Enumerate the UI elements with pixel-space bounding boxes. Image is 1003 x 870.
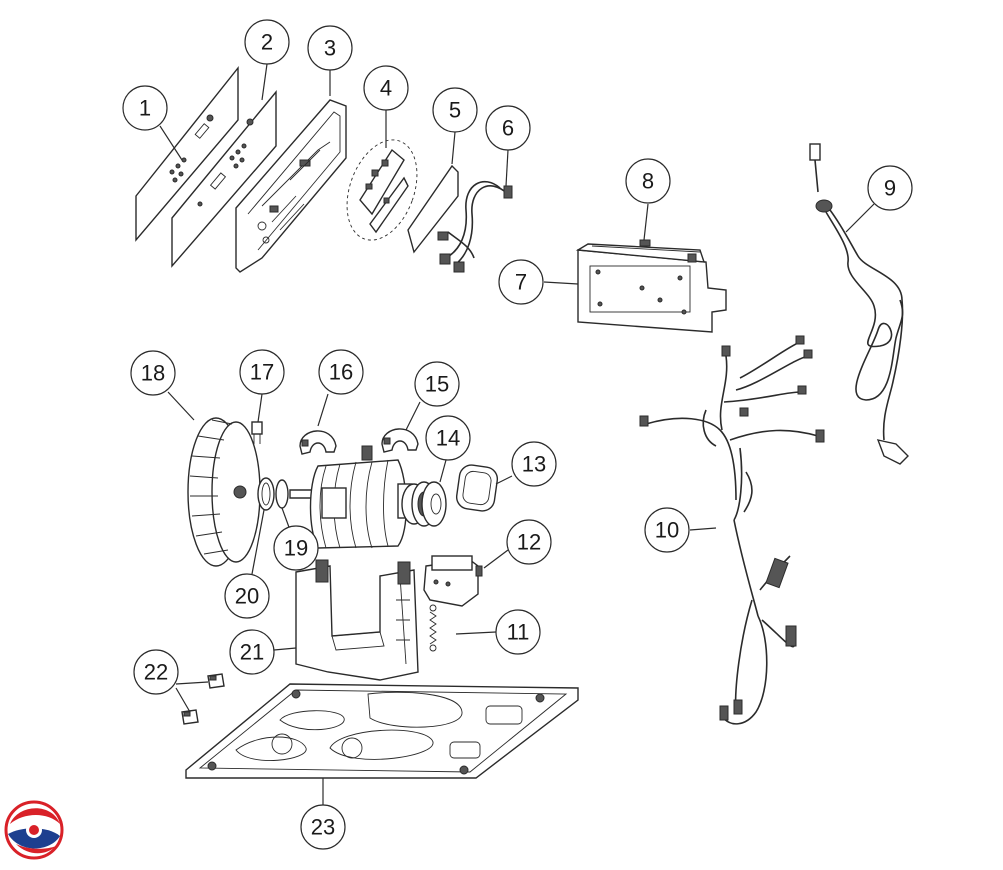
- callout-12: 12: [506, 519, 552, 565]
- part-6-wire-harness: [437, 180, 513, 273]
- callout-20-label: 20: [235, 584, 259, 609]
- callout-19-label: 19: [284, 536, 308, 561]
- callout-17-label: 17: [250, 360, 274, 385]
- part-19-20-rings: [257, 477, 319, 511]
- part-10-wiring-harness: [639, 335, 825, 725]
- part-17-screw: [251, 421, 263, 444]
- callout-13-label: 13: [522, 452, 546, 477]
- callout-6: 6: [485, 105, 531, 151]
- callout-7-label: 7: [515, 270, 527, 295]
- leader-lines: [159, 63, 875, 806]
- callout-1: 1: [122, 85, 168, 131]
- callout-8-label: 8: [642, 169, 654, 194]
- callout-23-label: 23: [311, 815, 335, 840]
- part-16-clamp: [299, 430, 337, 455]
- callout-19: 19: [273, 525, 319, 571]
- part-4-control-board: [346, 139, 418, 241]
- callout-3: 3: [307, 25, 353, 71]
- callout-22-label: 22: [144, 660, 168, 685]
- callout-15-label: 15: [425, 372, 449, 397]
- callout-10: 10: [644, 507, 690, 553]
- callout-1-label: 1: [139, 96, 151, 121]
- part-11-spring: [429, 604, 437, 652]
- part-14-pulley: [401, 481, 447, 527]
- part-9-power-cord: [809, 143, 909, 465]
- part-18-blower-wheel: [187, 417, 261, 567]
- callout-15: 15: [414, 361, 460, 407]
- part-5-panel-strip: [407, 164, 459, 254]
- part-21-motor-mount: [295, 559, 419, 681]
- part-23-base-plate: [185, 683, 579, 779]
- callout-7: 7: [498, 259, 544, 305]
- callout-12-label: 12: [517, 530, 541, 555]
- part-22-clips: [181, 673, 225, 725]
- callout-5: 5: [432, 87, 478, 133]
- part-7-8-module: [575, 239, 727, 333]
- callout-13: 13: [511, 441, 557, 487]
- callout-4-label: 4: [380, 76, 392, 101]
- callout-23: 23: [300, 804, 346, 850]
- callout-10-label: 10: [655, 518, 679, 543]
- callout-18-label: 18: [141, 361, 165, 386]
- callout-3-label: 3: [324, 36, 336, 61]
- callout-21-label: 21: [240, 640, 264, 665]
- callout-9-label: 9: [884, 176, 896, 201]
- part-13-pad: [455, 464, 499, 512]
- part-2-panel: [171, 90, 277, 268]
- callout-9: 9: [867, 165, 913, 211]
- part-15-clamp: [381, 428, 419, 453]
- callout-14-label: 14: [436, 426, 460, 451]
- callout-14: 14: [425, 415, 471, 461]
- brand-swirl-logo-icon: [4, 800, 64, 860]
- callout-11: 11: [495, 609, 541, 655]
- callout-16-label: 16: [329, 360, 353, 385]
- callout-4: 4: [363, 65, 409, 111]
- callout-2: 2: [244, 19, 290, 65]
- callout-8: 8: [625, 158, 671, 204]
- part-12-switch: [423, 555, 483, 607]
- callout-18: 18: [130, 350, 176, 396]
- callout-22: 22: [133, 649, 179, 695]
- callout-17: 17: [239, 349, 285, 395]
- part-motor: [309, 445, 413, 549]
- callout-6-label: 6: [502, 116, 514, 141]
- callout-20: 20: [224, 573, 270, 619]
- callout-2-label: 2: [261, 30, 273, 55]
- part-3-console: [235, 99, 347, 273]
- callout-21: 21: [229, 629, 275, 675]
- callout-5-label: 5: [449, 98, 461, 123]
- callout-16: 16: [318, 349, 364, 395]
- callout-11-label: 11: [507, 620, 530, 645]
